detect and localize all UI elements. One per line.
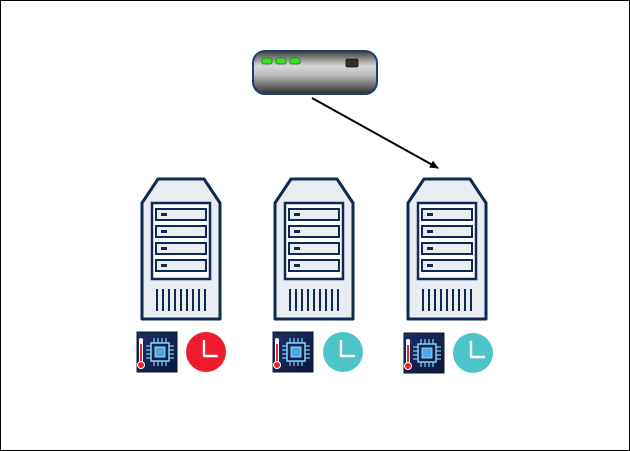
server-3: [406, 177, 488, 321]
server-tower-icon: [140, 177, 222, 321]
server-2: [273, 177, 355, 321]
router-leds: [261, 57, 301, 65]
server-2-clock-icon: [323, 332, 363, 372]
connection-arrow: [311, 97, 439, 169]
network-router-icon: [252, 50, 378, 95]
server-3-clock-icon: [453, 333, 493, 373]
router-port: [345, 58, 359, 68]
server-1: [140, 177, 222, 321]
server-3-cpu-temperature-icon: [403, 332, 445, 374]
server-tower-icon: [406, 177, 488, 321]
server-2-cpu-temperature-icon: [272, 331, 314, 373]
server-tower-icon: [273, 177, 355, 321]
server-1-clock-icon: [186, 332, 226, 372]
server-1-cpu-temperature-icon: [136, 331, 178, 373]
